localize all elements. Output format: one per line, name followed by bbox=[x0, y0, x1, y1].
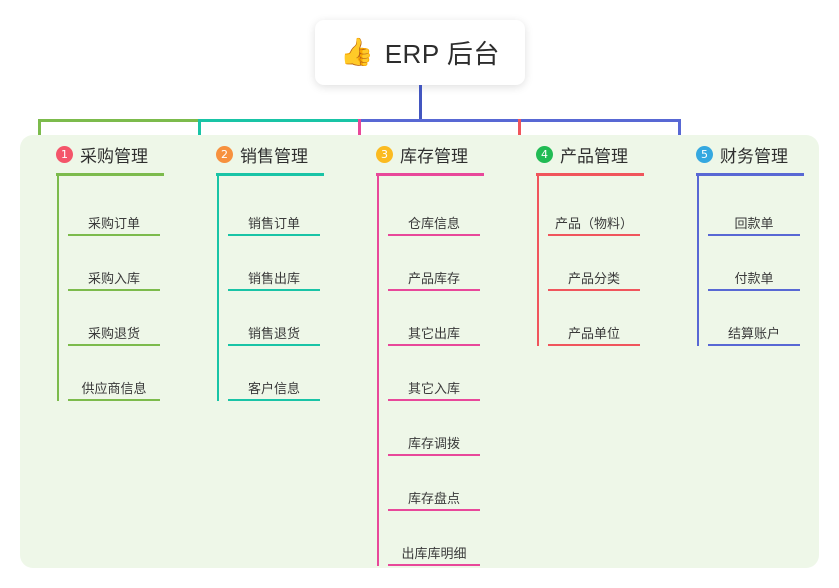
leaf-item[interactable]: 采购订单 bbox=[68, 216, 160, 236]
leaf-item-label: 回款单 bbox=[734, 216, 774, 231]
leaf-item[interactable]: 库存盘点 bbox=[388, 491, 480, 511]
leaf-item[interactable]: 付款单 bbox=[708, 271, 800, 291]
branch-spine bbox=[377, 176, 379, 566]
leaf-item[interactable]: 结算账户 bbox=[708, 326, 800, 346]
branch-column-2: 2 销售管理销售订单销售出库销售退货客户信息 bbox=[198, 135, 358, 401]
root-stem-line bbox=[419, 85, 422, 122]
branch-spine bbox=[537, 176, 539, 346]
branch-header-5[interactable]: 5 财务管理 bbox=[678, 135, 838, 173]
leaf-item-label: 其它出库 bbox=[407, 326, 460, 341]
root-node-content: 👍 ERP 后台 bbox=[340, 34, 500, 71]
leaf-item[interactable]: 出库库明细 bbox=[388, 546, 480, 566]
branch-index-badge: 3 bbox=[376, 145, 393, 163]
branch-header-3[interactable]: 3 库存管理 bbox=[358, 135, 518, 173]
branch-index-badge: 4 bbox=[536, 145, 553, 163]
leaf-item-label: 产品分类 bbox=[567, 271, 620, 286]
root-node-title: ERP 后台 bbox=[384, 39, 500, 69]
connector-drop-1 bbox=[38, 119, 41, 149]
branch-underline bbox=[376, 173, 484, 176]
connector-drop-5 bbox=[678, 119, 681, 149]
leaf-item[interactable]: 客户信息 bbox=[228, 381, 320, 401]
leaf-item-label: 产品库存 bbox=[407, 271, 460, 286]
branch-title: 产品管理 bbox=[560, 146, 628, 166]
leaf-item[interactable]: 销售订单 bbox=[228, 216, 320, 236]
branch-index-badge: 1 bbox=[56, 145, 73, 163]
leaf-item-label: 销售订单 bbox=[247, 216, 300, 231]
leaf-item-label: 采购订单 bbox=[87, 216, 140, 231]
leaf-item-label: 其它入库 bbox=[407, 381, 460, 396]
branch-underline bbox=[216, 173, 324, 176]
leaf-item-label: 出库库明细 bbox=[401, 546, 467, 561]
branch-column-1: 1 采购管理采购订单采购入库采购退货供应商信息 bbox=[38, 135, 198, 401]
branch-index-badge: 2 bbox=[216, 145, 233, 163]
leaf-item[interactable]: 其它出库 bbox=[388, 326, 480, 346]
leaf-item[interactable]: 供应商信息 bbox=[68, 381, 160, 401]
connector-drop-4 bbox=[518, 119, 521, 149]
branch-column-4: 4 产品管理产品（物料） 产品分类产品单位 bbox=[518, 135, 678, 346]
leaf-item-label: 供应商信息 bbox=[81, 381, 147, 396]
branch-title: 财务管理 bbox=[720, 146, 788, 166]
branch-spine bbox=[57, 176, 59, 401]
leaf-item-label: 结算账户 bbox=[727, 326, 780, 341]
branch-header-4[interactable]: 4 产品管理 bbox=[518, 135, 678, 173]
leaf-item[interactable]: 回款单 bbox=[708, 216, 800, 236]
leaf-item[interactable]: 产品（物料） bbox=[548, 216, 640, 236]
leaf-item[interactable]: 产品库存 bbox=[388, 271, 480, 291]
leaf-item-label: 采购入库 bbox=[87, 271, 140, 286]
branch-underline bbox=[56, 173, 164, 176]
leaf-item[interactable]: 仓库信息 bbox=[388, 216, 480, 236]
connector-bar-green bbox=[38, 119, 198, 122]
branch-title: 销售管理 bbox=[240, 146, 308, 166]
leaf-item-label: 销售出库 bbox=[247, 271, 300, 286]
branch-header-2[interactable]: 2 销售管理 bbox=[198, 135, 358, 173]
branch-underline bbox=[536, 173, 644, 176]
branch-index-badge: 5 bbox=[696, 145, 713, 163]
leaf-item[interactable]: 库存调拨 bbox=[388, 436, 480, 456]
leaf-item[interactable]: 产品分类 bbox=[548, 271, 640, 291]
leaf-item[interactable]: 采购入库 bbox=[68, 271, 160, 291]
leaf-item-label: 采购退货 bbox=[87, 326, 140, 341]
leaf-item[interactable]: 销售出库 bbox=[228, 271, 320, 291]
thumbs-up-icon: 👍 bbox=[340, 37, 374, 67]
branch-title: 库存管理 bbox=[400, 146, 468, 166]
leaf-item-label: 仓库信息 bbox=[407, 216, 460, 231]
root-node-card[interactable]: 👍 ERP 后台 bbox=[315, 20, 525, 85]
leaf-item-label: 客户信息 bbox=[247, 381, 300, 396]
leaf-item-label: 库存调拨 bbox=[407, 436, 460, 451]
leaf-item-label: 库存盘点 bbox=[407, 491, 460, 506]
leaf-item[interactable]: 其它入库 bbox=[388, 381, 480, 401]
leaf-item[interactable]: 销售退货 bbox=[228, 326, 320, 346]
branch-header-1[interactable]: 1 采购管理 bbox=[38, 135, 198, 173]
branch-underline bbox=[696, 173, 804, 176]
leaf-item[interactable]: 采购退货 bbox=[68, 326, 160, 346]
branch-title: 采购管理 bbox=[80, 146, 148, 166]
branches-panel: 1 采购管理采购订单采购入库采购退货供应商信息 2 销售管理销售订单销售出库销售退货客… bbox=[20, 135, 819, 568]
connector-drop-3 bbox=[358, 119, 361, 149]
connector-drop-2 bbox=[198, 119, 201, 149]
connector-bar-blue bbox=[361, 119, 681, 122]
branch-spine bbox=[697, 176, 699, 346]
leaf-item-label: 产品（物料） bbox=[554, 216, 633, 231]
branch-spine bbox=[217, 176, 219, 401]
connector-bar-teal bbox=[198, 119, 361, 122]
leaf-item-label: 产品单位 bbox=[567, 326, 620, 341]
leaf-item[interactable]: 产品单位 bbox=[548, 326, 640, 346]
leaf-item-label: 销售退货 bbox=[247, 326, 300, 341]
leaf-item-label: 付款单 bbox=[734, 271, 774, 286]
branch-column-5: 5 财务管理回款单付款单结算账户 bbox=[678, 135, 838, 346]
branch-column-3: 3 库存管理仓库信息产品库存其它出库其它入库库存调拨库存盘点出库库明细 bbox=[358, 135, 518, 566]
